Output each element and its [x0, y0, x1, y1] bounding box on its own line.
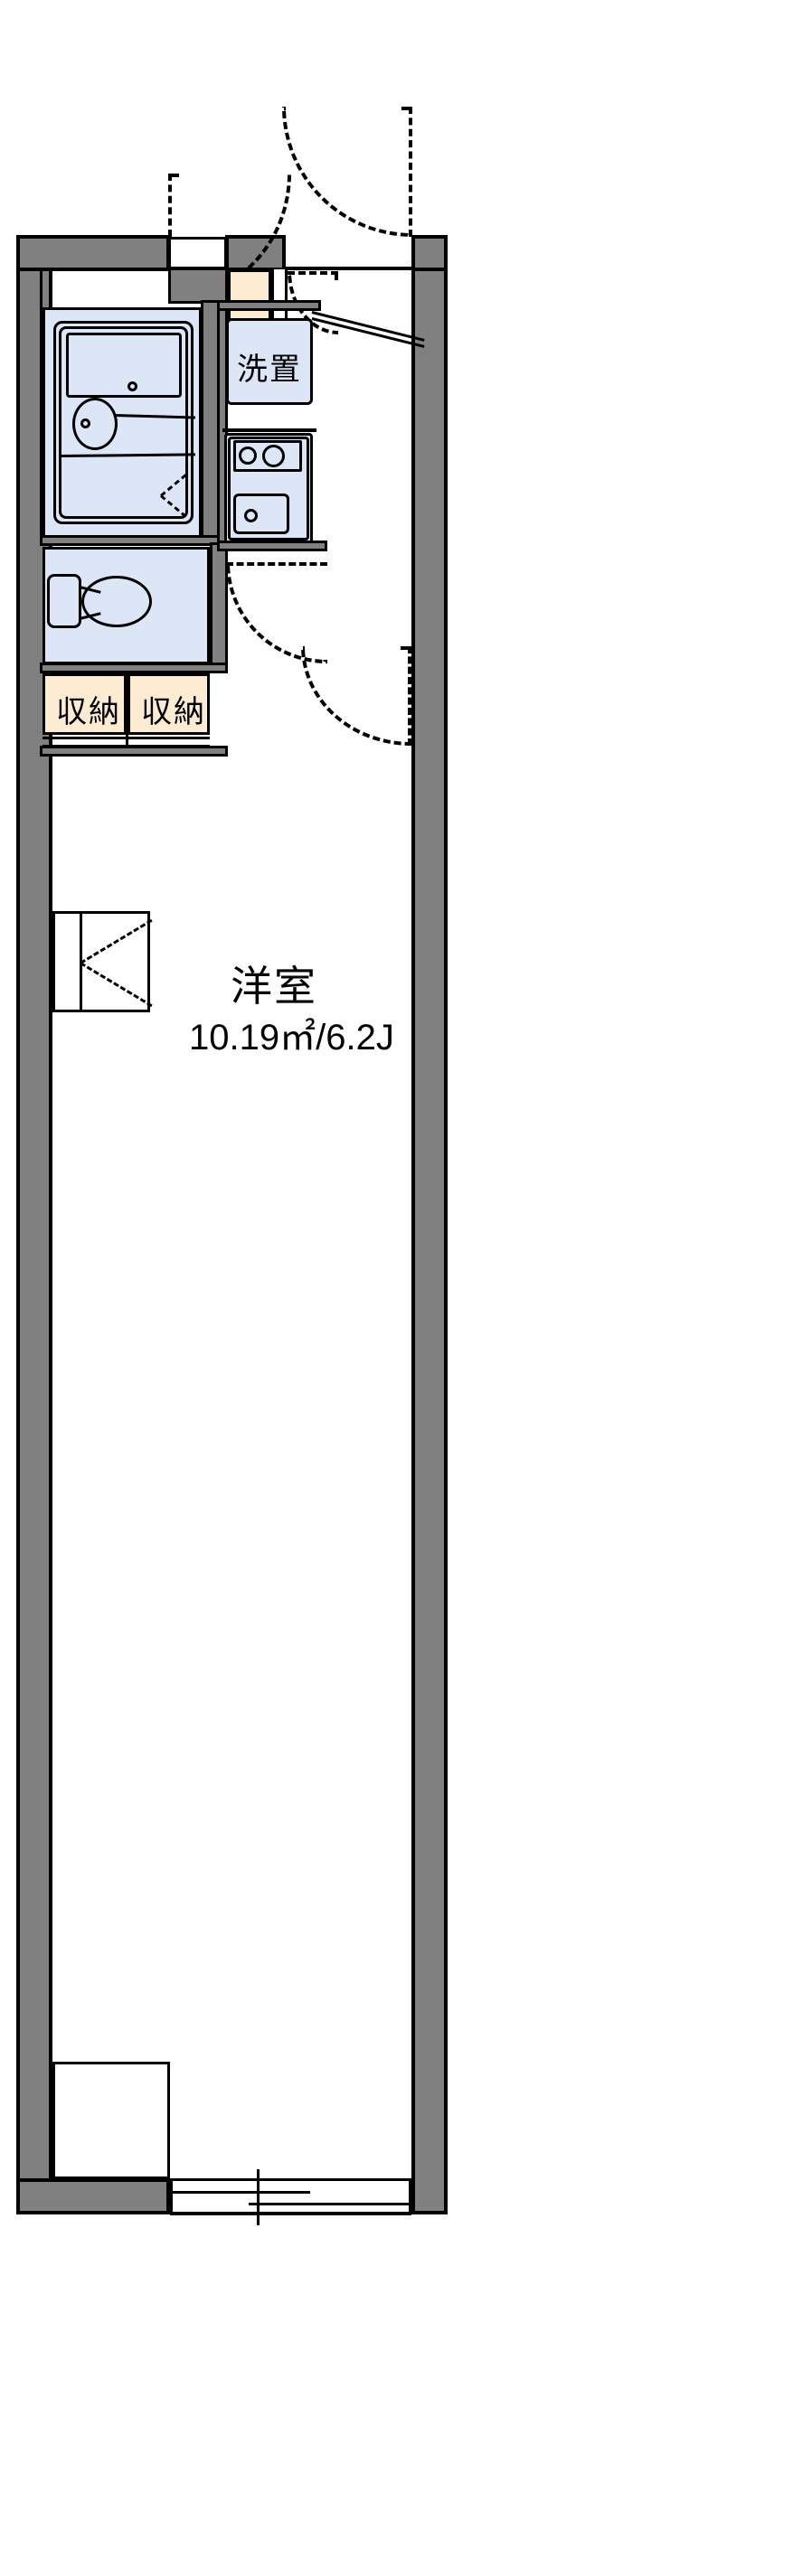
sliding-door-frame[interactable]	[170, 2178, 411, 2214]
genkan-hall	[286, 237, 411, 269]
closet-rail-1	[42, 737, 127, 739]
stove-burner-large	[262, 445, 285, 467]
interior-wall-bath-top-jog	[168, 268, 228, 304]
laundry-space	[226, 318, 313, 405]
kitchen-counter-top-edge	[222, 428, 316, 432]
sliding-door-mullion	[257, 2169, 260, 2225]
exterior-wall-top-right	[411, 235, 448, 271]
interior-wall-toilet-closet	[40, 663, 228, 673]
interior-wall-bath-toilet	[40, 535, 228, 546]
main-room-area: 10.19㎡/6.2J	[189, 1018, 394, 1058]
laundry-label: 洗置	[237, 353, 302, 387]
lower-left-alcove	[52, 2062, 170, 2179]
closet-rail-divider	[126, 673, 128, 747]
sliding-door-panel-line-1	[170, 2191, 310, 2194]
sliding-door-bottom-edge	[170, 2213, 411, 2215]
main-room-name: 洋室	[231, 963, 317, 1010]
kitchen-sink-drain	[244, 509, 258, 522]
exterior-wall-bottom-left	[16, 2178, 170, 2214]
toilet-tank	[47, 574, 81, 628]
closet-right[interactable]	[127, 673, 210, 735]
interior-wall-laundry-top	[217, 300, 321, 311]
closet-rail-3	[127, 737, 210, 739]
bath-washbasin	[72, 398, 118, 450]
closet-left[interactable]	[42, 673, 127, 735]
door-swing-arc-entrance	[282, 107, 412, 237]
interior-wall-closet-bottom	[40, 746, 228, 757]
bath-wall-left-inner	[40, 268, 42, 539]
bathtub-drain	[127, 381, 137, 391]
interior-wall-toilet-right	[210, 542, 228, 669]
exterior-wall-right	[411, 235, 448, 2214]
corridor-floor	[228, 271, 411, 755]
interior-wall-kitchen-right	[217, 541, 327, 551]
kitchen-sink-basin	[233, 494, 289, 534]
toilet-bowl	[81, 576, 152, 627]
exterior-wall-top-left	[16, 235, 170, 271]
bath-washbasin-drain	[80, 418, 90, 428]
genkan-line	[286, 268, 411, 270]
cabinet-divider	[80, 911, 82, 1012]
closet-left-label: 収納	[56, 695, 121, 729]
built-in-cabinet[interactable]	[52, 911, 150, 1012]
closet-right-label: 収納	[141, 695, 206, 729]
stove-burner-small	[239, 447, 257, 465]
bath-wall-top-inner	[40, 268, 170, 270]
bathtub-basin	[66, 333, 182, 398]
sliding-door-panel-line-2	[249, 2203, 411, 2205]
